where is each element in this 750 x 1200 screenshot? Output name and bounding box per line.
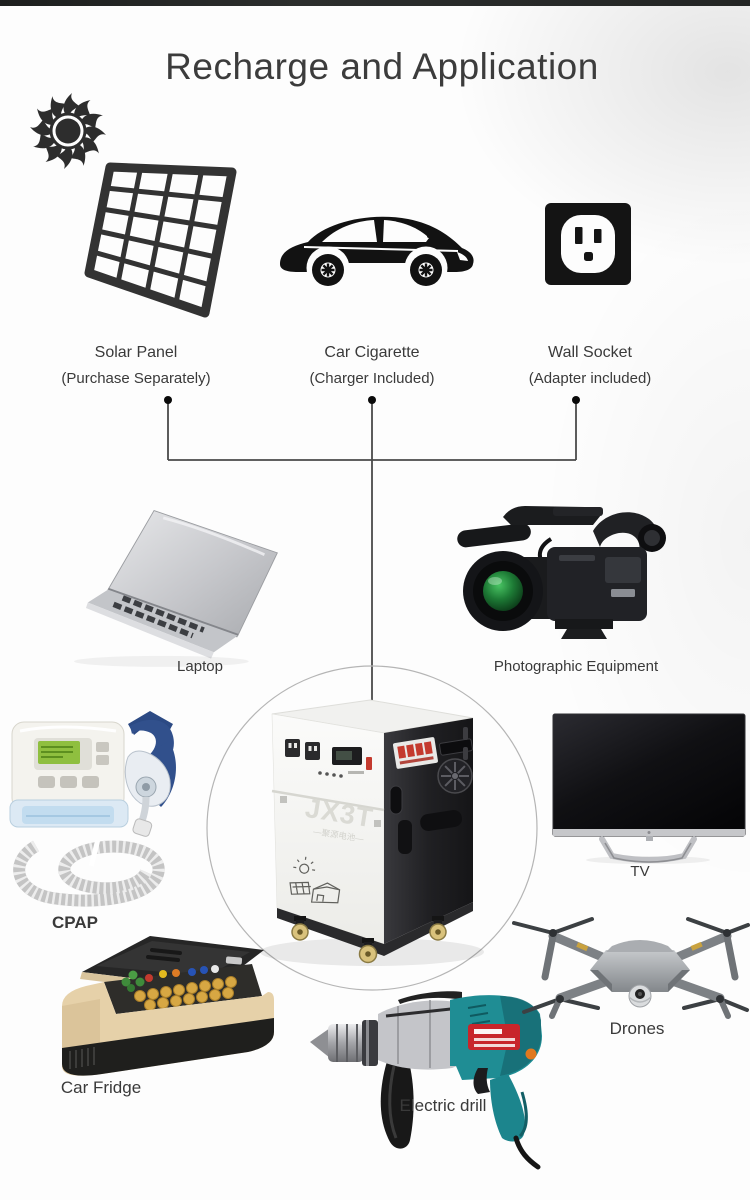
tv-label: TV: [630, 863, 650, 880]
car-cigarette-note: (Charger Included): [309, 370, 435, 387]
drone-gimbal-camera: [628, 984, 652, 1008]
electric-drill-label: Electric drill: [399, 1096, 487, 1115]
drill-image: [310, 991, 542, 1170]
wall-socket-note: (Adapter included): [528, 370, 652, 387]
connector-lines: [164, 396, 580, 700]
cpap-image: [9, 711, 176, 907]
page-title: Recharge and Application: [165, 46, 599, 87]
car-cigarette-name: Car Cigarette: [324, 344, 420, 361]
laptop-label: Laptop: [177, 658, 223, 675]
connector-dot-left: [164, 396, 172, 404]
connector-dot-right: [572, 396, 580, 404]
station-fan: [437, 758, 473, 794]
connector-dot-center: [368, 396, 376, 404]
solar-panel-note: (Purchase Separately): [61, 370, 211, 387]
cpap-mask: [124, 711, 176, 833]
fridge-image: [62, 936, 274, 1076]
solar-panel-icon: [84, 162, 237, 318]
wall-socket-name: Wall Socket: [548, 344, 632, 361]
top-border-strip: [0, 0, 750, 6]
camera-image: [457, 506, 666, 639]
drone-image: [512, 917, 750, 1019]
photographic-equipment-label: Photographic Equipment: [493, 658, 659, 675]
car-icon: [280, 216, 474, 290]
station-side-panel: [389, 727, 473, 854]
wall-socket-icon: [545, 203, 631, 285]
solar-panel-name: Solar Panel: [94, 344, 178, 361]
car-wheel-rear: [410, 254, 442, 286]
car-fridge-label: Car Fridge: [60, 1078, 142, 1097]
drones-label: Drones: [609, 1019, 665, 1038]
solar-panel-label: Solar Panel (Purchase Separately): [61, 340, 210, 392]
station-control-panel: [285, 739, 372, 778]
station-house-graphic: [289, 856, 341, 904]
halo-circle: [206, 665, 538, 991]
laptop-image: [74, 509, 278, 667]
station-casters: [291, 916, 447, 964]
car-wheel-front: [312, 254, 344, 286]
car-cigarette-label: Car Cigarette (Charger Included): [309, 340, 434, 392]
tv-image: [552, 713, 746, 864]
power-station-image: JX3T —聚源电池—: [260, 699, 484, 966]
cpap-label: CPAP: [52, 913, 98, 932]
wall-socket-label: Wall Socket (Adapter included): [529, 340, 652, 392]
cpap-hose: [13, 818, 165, 907]
sun-icon: [29, 92, 107, 170]
